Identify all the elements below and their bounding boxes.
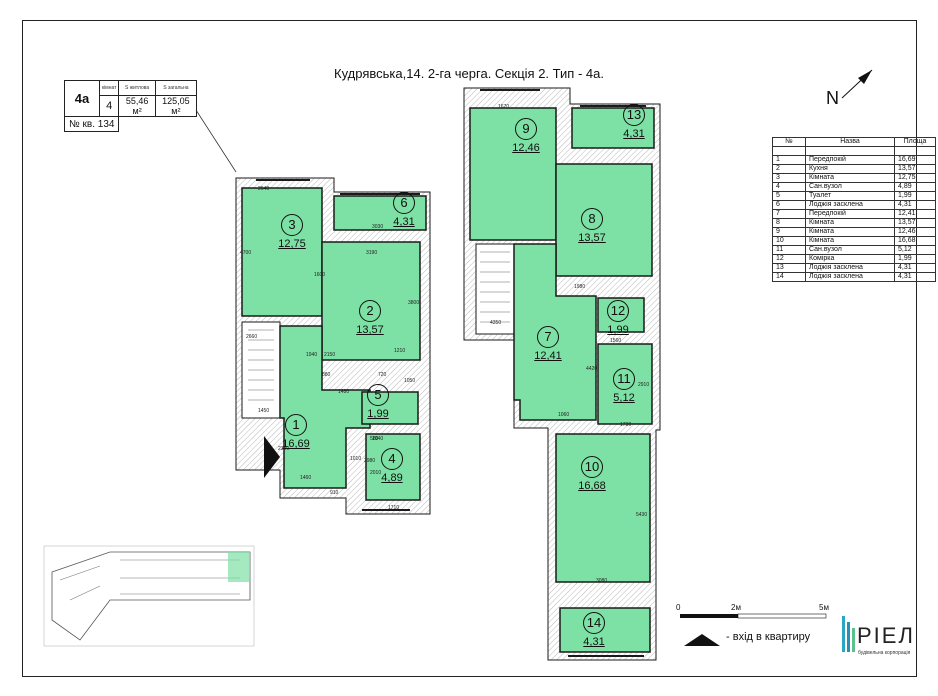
- dimension-label: 5430: [636, 512, 648, 518]
- dimension-label: 1600: [314, 272, 326, 278]
- room-label-11: 11 5,12: [604, 368, 644, 404]
- legend-cell-area: 4,31: [894, 272, 936, 282]
- room-label-7: 7 12,41: [528, 326, 568, 362]
- north-arrow-icon: [841, 69, 873, 99]
- dimension-label: 2910: [638, 382, 650, 388]
- dimension-label: 1460: [300, 475, 312, 481]
- room-9-area: [469, 107, 557, 241]
- dimension-label: 1710: [388, 505, 400, 511]
- dimension-label: 2320: [278, 446, 290, 452]
- dimension-label: 2150: [324, 352, 336, 358]
- dimension-label: 880: [322, 372, 331, 378]
- dimension-label: 720: [378, 372, 387, 378]
- north-label: N: [826, 88, 839, 108]
- living-area: 55,46 м²: [118, 95, 156, 117]
- dimension-label: 580: [370, 436, 379, 442]
- dimension-label: 2980: [364, 458, 376, 464]
- logo-name: РІЕЛ: [857, 623, 915, 648]
- scale-label-mid: 2м: [731, 603, 741, 612]
- dimension-label: 910: [330, 490, 339, 496]
- dimension-label: 4420: [586, 366, 598, 372]
- room-8-area: [555, 163, 653, 277]
- logo-mark-icon: [842, 616, 855, 652]
- room-label-10: 10 16,68: [572, 456, 612, 492]
- dimension-label: 2640: [258, 186, 270, 192]
- dimension-label: 3030: [372, 224, 384, 230]
- dimension-label: 1060: [558, 412, 570, 418]
- dimension-label: 2010: [370, 470, 382, 476]
- stairs-level-2: [475, 243, 515, 335]
- entry-legend-arrow-icon: [684, 634, 720, 646]
- entry-arrow-icon: [264, 436, 280, 478]
- dimension-label: 4700: [240, 250, 252, 256]
- apartment-type: 4а: [64, 80, 100, 117]
- room-10-area: [555, 433, 651, 583]
- entry-label: - вхід в квартиру: [726, 631, 811, 643]
- room-label-3: 3 12,75: [272, 214, 312, 250]
- dimension-label: 1670: [498, 104, 510, 110]
- dimension-label: 4350: [490, 320, 502, 326]
- room-label-13: 13 4,31: [614, 104, 654, 140]
- room-label-12: 12 1,99: [598, 300, 638, 336]
- dimension-label: 1450: [258, 408, 270, 414]
- dimension-label: 1730: [620, 422, 632, 428]
- scale-label-end: 5м: [819, 603, 829, 612]
- room-label-9: 9 12,46: [506, 118, 546, 154]
- room-label-6: 6 4,31: [384, 192, 424, 228]
- level-2-plan: [463, 87, 661, 661]
- room-14-area: [559, 607, 651, 653]
- dimension-label: 1940: [306, 352, 318, 358]
- room-label-8: 8 13,57: [572, 208, 612, 244]
- dimension-label: 1210: [394, 348, 406, 354]
- plan-title: Кудрявська,14. 2-га черга. Секція 2. Тип…: [334, 66, 604, 81]
- dimension-label: 1480: [338, 389, 350, 395]
- dimension-label: 1040: [372, 436, 384, 442]
- room-label-5: 5 1,99: [358, 384, 398, 420]
- scale-bar: [680, 613, 827, 619]
- apartment-info-box: 4а кімнат S житлова S загальна 4 55,46 м…: [63, 80, 198, 132]
- drawing-frame: [22, 20, 917, 677]
- dimension-label: 1560: [610, 338, 622, 344]
- dimension-label: 1050: [404, 378, 416, 384]
- total-area: 125,05 м²: [154, 95, 198, 117]
- room-label-1: 1 16,69: [276, 414, 316, 450]
- dimension-label: 3080: [596, 578, 608, 584]
- room-label-14: 14 4,31: [574, 612, 614, 648]
- dimension-label: 2660: [246, 334, 258, 340]
- room-3-area: [241, 187, 323, 317]
- site-plan-thumbnail: [43, 545, 255, 647]
- room-label-2: 2 13,57: [350, 300, 390, 336]
- dimension-label: 3190: [366, 250, 378, 256]
- room-label-4: 4 4,89: [372, 448, 412, 484]
- dimension-label: 1980: [574, 284, 586, 290]
- dimension-label: 3800: [408, 300, 420, 306]
- scale-label-zero: 0: [676, 603, 681, 612]
- logo-tagline: будівельна корпорація: [858, 650, 911, 656]
- dimension-label: 1010: [350, 456, 362, 462]
- room-1-area: [279, 325, 371, 489]
- apartment-number: № кв. 134: [63, 116, 120, 132]
